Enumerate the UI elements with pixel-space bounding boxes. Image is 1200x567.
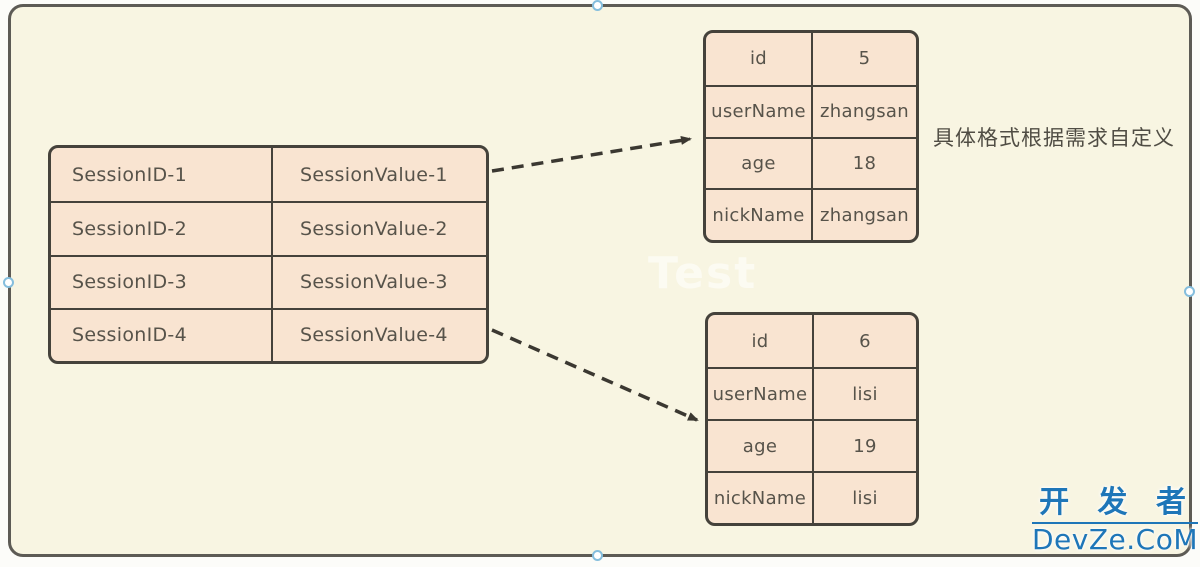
field-value-cell: zhangsan (811, 188, 916, 240)
field-name-cell: age (708, 419, 812, 471)
faint-test-watermark: Test (648, 248, 758, 299)
session-store-table: SessionID-1 SessionValue-1 SessionID-2 S… (48, 145, 489, 364)
field-name-cell: userName (708, 367, 812, 419)
session-id-cell: SessionID-2 (51, 201, 271, 254)
site-watermark-domain: DevZe.CoM (1032, 522, 1199, 556)
field-name-cell: id (751, 330, 769, 352)
field-value-cell: lisi (812, 471, 916, 523)
field-name-cell: userName (706, 84, 811, 137)
field-value-cell: 18 (811, 136, 916, 189)
format-annotation: 具体格式根据需求自定义 (933, 126, 1175, 150)
user-object-table-lisi: id 6 userName lisi age 19 nickName lisi (705, 312, 919, 526)
site-watermark-chinese: 开 发 者 (1032, 487, 1199, 524)
session-value-cell: SessionValue-2 (271, 201, 486, 255)
session-id-cell: SessionID-3 (51, 254, 271, 308)
session-value-cell: SessionValue-1 (271, 148, 486, 202)
session-value-cell: SessionValue-4 (271, 307, 486, 361)
resize-handle-right[interactable] (1184, 286, 1195, 297)
site-watermark: 开 发 者 DevZe.CoM (1032, 487, 1199, 556)
field-name-cell: nickName (706, 188, 811, 240)
field-name-cell: age (706, 136, 811, 189)
user-object-table-zhangsan: id 5 userName zhangsan age 18 nickName z… (703, 30, 919, 243)
field-name-cell: nickName (708, 471, 812, 523)
field-value-cell: 19 (812, 419, 916, 471)
resize-handle-bottom[interactable] (592, 550, 603, 561)
field-value-cell: lisi (812, 367, 916, 419)
field-value-cell: 6 (812, 315, 916, 367)
field-value-cell: zhangsan (811, 84, 916, 137)
resize-handle-left[interactable] (3, 277, 14, 288)
resize-handle-top[interactable] (592, 0, 603, 11)
session-value-cell: SessionValue-3 (271, 254, 486, 308)
session-id-cell: SessionID-4 (51, 307, 271, 361)
field-value-cell: 5 (811, 33, 916, 85)
field-name-cell: id (749, 48, 768, 70)
session-id-cell: SessionID-1 (72, 163, 187, 186)
